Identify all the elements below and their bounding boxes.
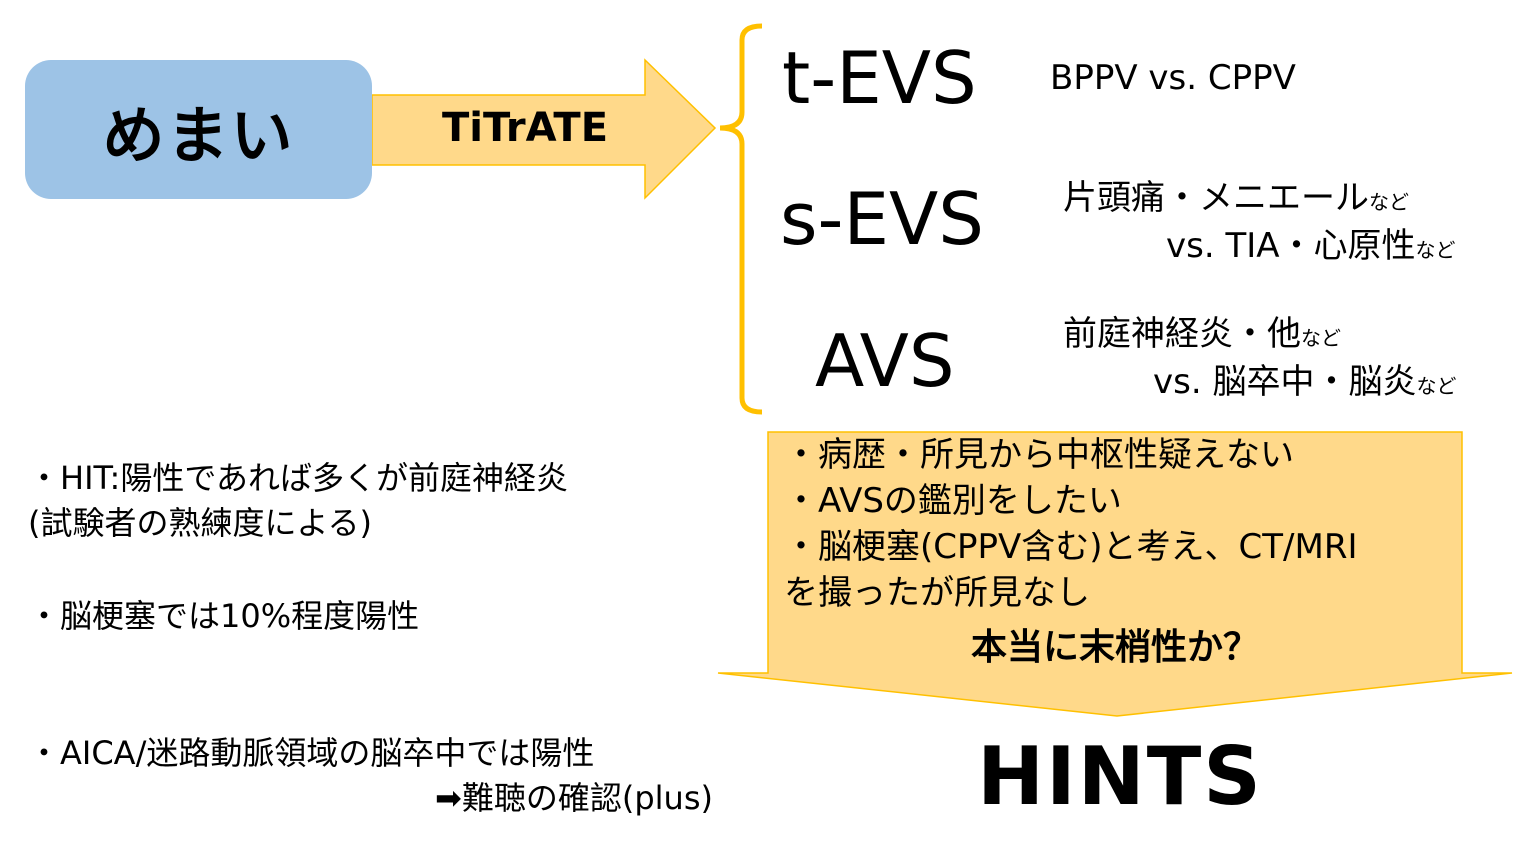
category-t-evs-desc: BPPV vs. CPPV xyxy=(1050,58,1296,98)
category-avs-desc-2: vs. 脳卒中・脳炎など xyxy=(1153,362,1457,402)
category-avs: AVS xyxy=(815,319,955,403)
start-node-memai: めまい xyxy=(25,60,372,199)
criteria-item: ・脳梗塞(CPPV含む)と考え、CT/MRI xyxy=(784,527,1358,567)
category-avs-desc-1: 前庭神経炎・他など xyxy=(1063,314,1341,354)
category-brace xyxy=(719,23,763,415)
titrate-label: TiTrATE xyxy=(441,105,609,151)
category-s-evs-desc-2: vs. TIA・心原性など xyxy=(1166,226,1456,266)
down-arrow-content: ・病歴・所見から中枢性疑えない ・AVSの鑑別をしたい ・脳梗塞(CPPV含む)… xyxy=(784,432,1357,616)
note-aica: ・AICA/迷路動脈領域の脳卒中では陽性 ➡難聴の確認(plus) xyxy=(28,734,713,818)
start-node-label: めまい xyxy=(102,98,295,172)
hints-result: HINTS xyxy=(977,730,1263,823)
criteria-item: ・病歴・所見から中枢性疑えない xyxy=(784,435,1294,475)
criteria-item: ・AVSの鑑別をしたい xyxy=(784,481,1122,521)
category-s-evs: s-EVS xyxy=(780,177,984,261)
category-s-evs-desc-1: 片頭痛・メニエールなど xyxy=(1063,178,1409,218)
peripheral-question: 本当に末梢性か？ xyxy=(970,627,1259,668)
note-hit: ・HIT:陽性であれば多くが前庭神経炎 (試験者の熟練度による) xyxy=(28,459,568,543)
criteria-item: を撮ったが所見なし xyxy=(784,573,1090,613)
category-t-evs: t-EVS xyxy=(782,36,977,120)
titrate-label-box: TiTrATE xyxy=(380,98,670,158)
note-infarction: ・脳梗塞では10%程度陽性 xyxy=(28,597,420,635)
down-arrow xyxy=(717,431,1513,717)
titrate-arrow xyxy=(371,58,717,200)
